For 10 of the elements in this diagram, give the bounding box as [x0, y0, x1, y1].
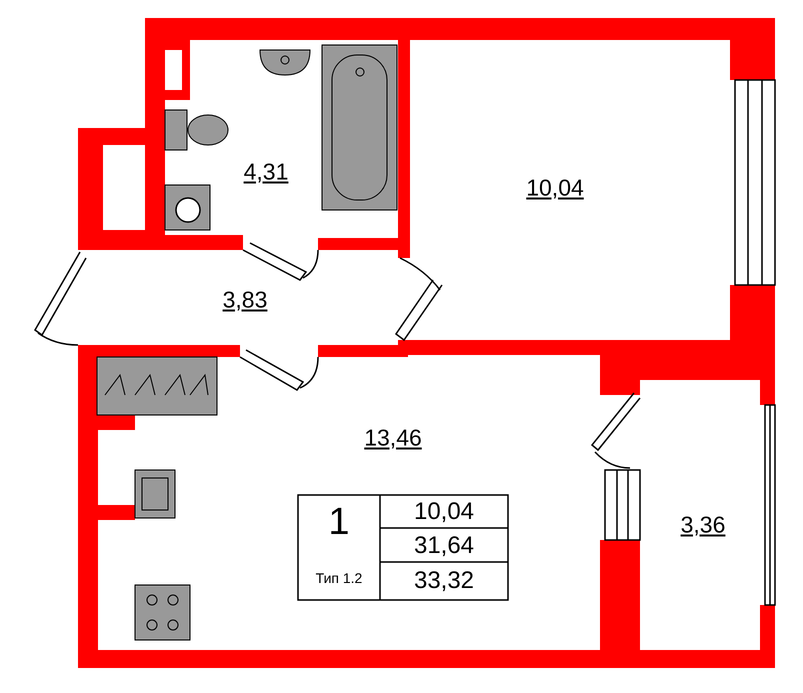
area-label: 3,83 — [222, 288, 268, 312]
room-count: 1 — [328, 503, 350, 541]
type-label: Тип 1.2 — [316, 571, 362, 585]
area-label: 3,36 — [680, 514, 726, 536]
total-area-value: 31,64 — [414, 534, 474, 558]
area-label: 13,46 — [364, 426, 422, 450]
area-label: 4,31 — [244, 160, 288, 184]
area-label: 10,04 — [526, 176, 584, 200]
full-area-value: 33,32 — [414, 569, 474, 593]
living-area-value: 10,04 — [414, 500, 474, 524]
